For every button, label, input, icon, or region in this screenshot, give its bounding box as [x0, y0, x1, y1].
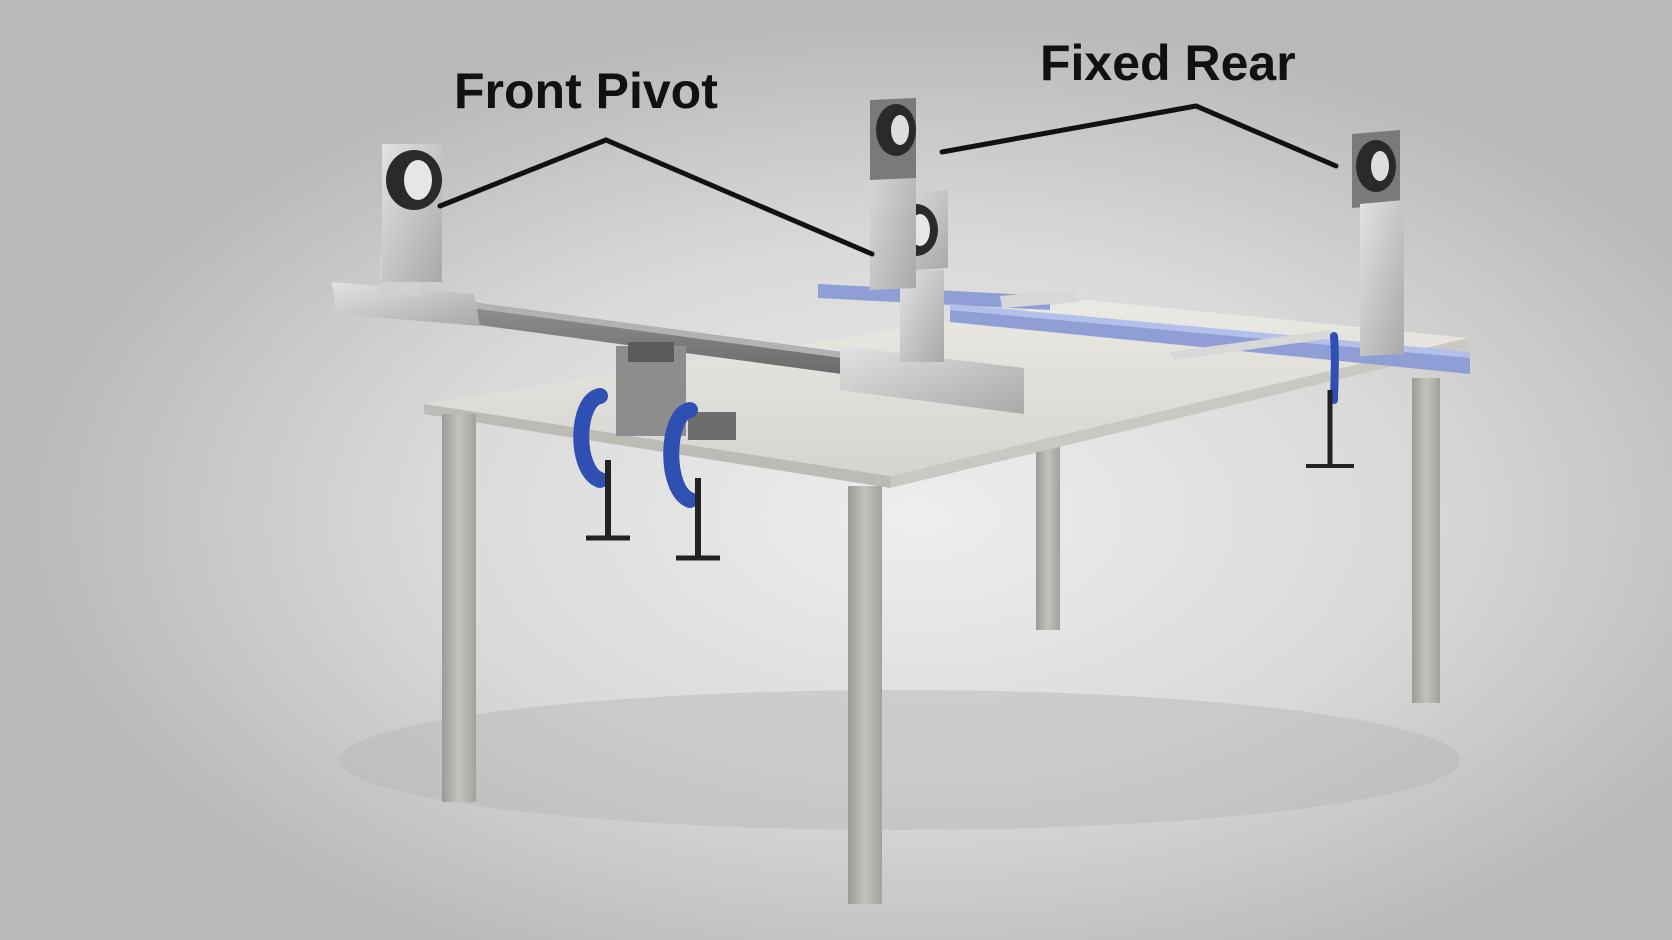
table-legs-back: [1036, 378, 1440, 703]
floor-shadow: [340, 690, 1460, 830]
rear-rail-assembly: [818, 284, 1470, 374]
clamp-right: [1306, 332, 1354, 468]
target-rear-right: [1352, 130, 1404, 356]
clamp-middle: [663, 402, 720, 561]
callout-lines: [437, 103, 1339, 257]
table-legs-front: [442, 414, 882, 904]
target-rear-left: [870, 98, 916, 290]
fixed-rear-label: Fixed Rear: [1040, 35, 1296, 91]
front-pivot-leader: [437, 137, 875, 257]
clamp-left: [573, 388, 630, 541]
front-pivot-label: Front Pivot: [454, 63, 718, 119]
target-front-left: [382, 144, 442, 282]
fixed-rear-leader: [939, 103, 1339, 169]
